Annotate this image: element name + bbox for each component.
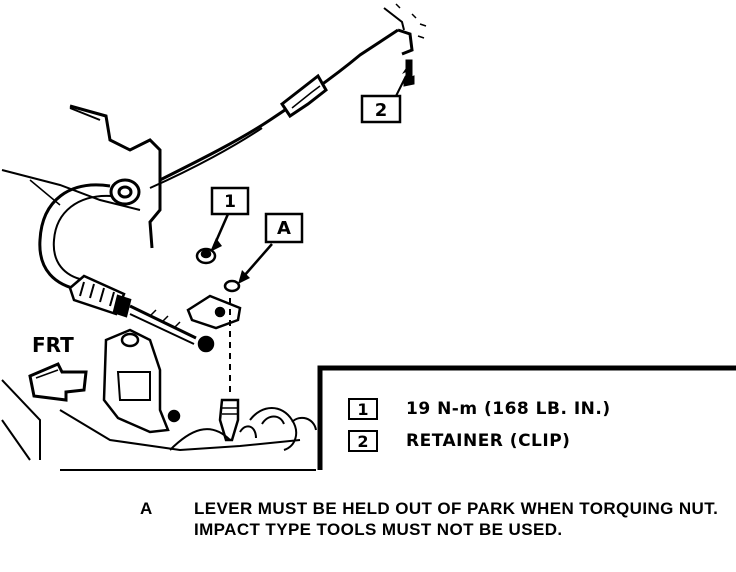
- legend-row-2: 2 RETAINER (CLIP): [348, 428, 570, 454]
- shift-cable: [149, 28, 414, 189]
- cable-adjuster: [68, 274, 215, 353]
- legend-frame: [317, 365, 736, 470]
- legend-key-1: 1: [348, 398, 378, 420]
- note-text: LEVER MUST BE HELD OUT OF PARK WHEN TORQ…: [194, 499, 719, 539]
- callout-a: A: [238, 212, 304, 284]
- retainer-clip: [403, 59, 415, 87]
- front-label: FRT: [32, 333, 74, 357]
- mounting-bracket: [102, 328, 181, 434]
- legend-key-2: 2: [348, 430, 378, 452]
- svg-text:2: 2: [375, 100, 388, 121]
- front-arrow-icon: [28, 362, 88, 402]
- note-letter: A: [140, 499, 153, 518]
- shift-lever: [186, 247, 242, 442]
- legend-text-2: RETAINER (CLIP): [406, 431, 571, 451]
- legend-row-1: 1 19 N-m (168 LB. IN.): [348, 396, 611, 422]
- svg-text:1: 1: [224, 192, 236, 212]
- transmission-housing: [1, 104, 162, 249]
- legend-text-1: 19 N-m (168 LB. IN.): [406, 399, 611, 419]
- callout-2: 2: [360, 62, 410, 124]
- svg-text:A: A: [277, 218, 291, 239]
- callout-1: 1: [210, 186, 250, 252]
- cable-grommet: [38, 178, 141, 292]
- transmission-casting: [1, 379, 317, 471]
- cable-bracket: [383, 3, 427, 39]
